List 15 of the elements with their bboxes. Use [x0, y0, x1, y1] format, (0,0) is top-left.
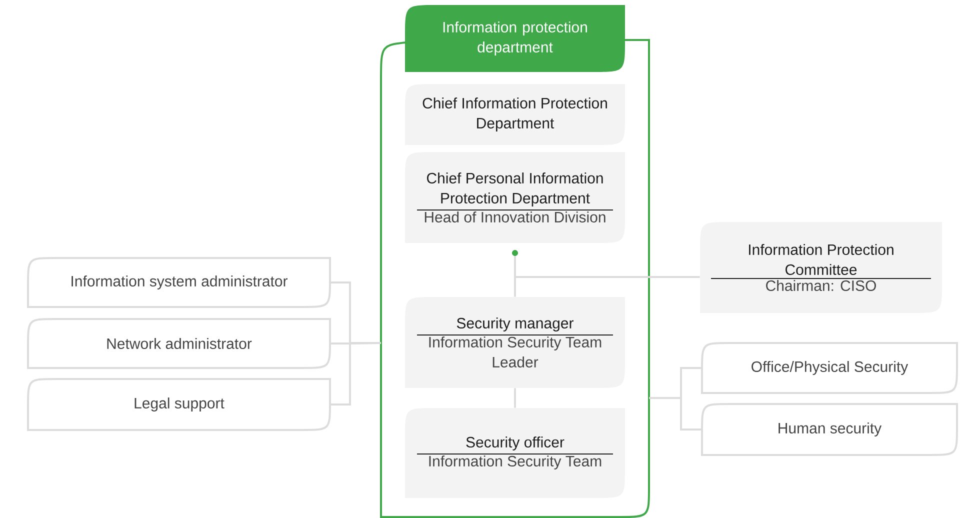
- connector-line: [330, 342, 381, 406]
- role-box: Information Protection Committee Chairman: CISO: [700, 222, 942, 313]
- connector-line: [514, 388, 516, 408]
- connector-line: [514, 256, 700, 278]
- header-tab: Information protection department: [405, 5, 625, 72]
- role-box: Security officer Information Security Team: [405, 408, 625, 498]
- role-box: Legal support: [27, 378, 331, 431]
- role-box: Security manager Information Security Team Leader: [405, 297, 625, 388]
- role-box: Network administrator: [27, 318, 331, 369]
- role-box: Chief Personal Information Protection Department Head of Innovation Division: [405, 152, 625, 243]
- connector-line: [649, 397, 702, 430]
- role-box: Human security: [701, 403, 958, 456]
- role-box: Information system administrator: [27, 257, 331, 308]
- role-box: Chief Information Protection Department: [405, 84, 625, 145]
- role-box: Office/Physical Security: [701, 342, 958, 394]
